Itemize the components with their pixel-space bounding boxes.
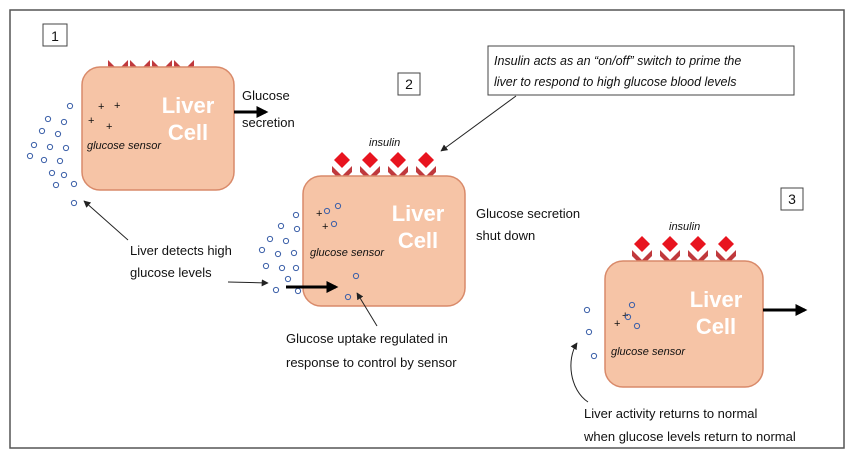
step-3-box bbox=[780, 187, 804, 211]
insulin-label-3: insulin bbox=[669, 221, 700, 233]
callout-pointer bbox=[440, 95, 517, 152]
sensors-cell-2: + + bbox=[316, 208, 328, 233]
outer-border bbox=[9, 9, 845, 449]
cell-3-title-line2: Cell bbox=[696, 314, 736, 339]
svg-text:+: + bbox=[98, 101, 104, 113]
shutdown-line2: shut down bbox=[476, 228, 535, 243]
callout-line1: Insulin acts as an “on/off” switch to pr… bbox=[494, 54, 741, 68]
normal-line1: Liver activity returns to normal bbox=[584, 406, 758, 421]
detects-line1: Liver detects high bbox=[130, 243, 232, 258]
step-1-number: 1 bbox=[51, 28, 59, 44]
step-2-number: 2 bbox=[405, 76, 413, 92]
sensors-cell-1: + + + + bbox=[88, 100, 120, 133]
uptake-line2: response to control by sensor bbox=[286, 355, 457, 370]
liver-cell-2 bbox=[302, 175, 466, 307]
panel-2: 2 insulin Liver Cell + + glucose sens bbox=[258, 72, 580, 370]
normal-pointer bbox=[570, 342, 589, 403]
step-3-number: 3 bbox=[788, 191, 796, 207]
cell-3-title-line1: Liver bbox=[690, 287, 743, 312]
uptake-line1: Glucose uptake regulated in bbox=[286, 331, 448, 346]
cell-2-title-line2: Cell bbox=[398, 228, 438, 253]
svg-text:+: + bbox=[614, 318, 620, 330]
insulin-callout: Insulin acts as an “on/off” switch to pr… bbox=[440, 45, 795, 152]
normal-line2: when glucose levels return to normal bbox=[583, 429, 796, 444]
callout-box bbox=[487, 45, 795, 96]
step-2-box bbox=[397, 72, 421, 96]
detects-pointer bbox=[83, 200, 129, 241]
svg-text:+: + bbox=[106, 121, 112, 133]
glucose-secretion-line2: secretion bbox=[242, 115, 295, 130]
cell-1-title-line1: Liver bbox=[162, 93, 215, 118]
bound-glucose-cell-2 bbox=[323, 202, 360, 301]
glucose-molecules-2 bbox=[258, 211, 302, 295]
insulin-cell-3 bbox=[634, 236, 734, 252]
cell-2-title-line1: Liver bbox=[392, 201, 445, 226]
svg-text:+: + bbox=[88, 115, 94, 127]
insulin-label-2: insulin bbox=[369, 137, 400, 149]
glucose-molecules-3 bbox=[583, 306, 598, 360]
panel-1: 1 Liver Cell + + + + glucose sensor bbox=[26, 23, 295, 287]
svg-text:+: + bbox=[322, 221, 328, 233]
detects-line2: glucose levels bbox=[130, 265, 212, 280]
shutdown-line1: Glucose secretion bbox=[476, 206, 580, 221]
panel-3: 3 insulin Liver Cell + + glucose sensor bbox=[570, 187, 808, 444]
callout-line2: liver to respond to high glucose blood l… bbox=[494, 75, 737, 89]
svg-text:+: + bbox=[316, 208, 322, 220]
liver-cell-1 bbox=[81, 66, 235, 191]
liver-cell-3 bbox=[604, 260, 764, 388]
uptake-pointer bbox=[356, 292, 378, 327]
step-1-box bbox=[42, 23, 68, 47]
cell-1-title-line2: Cell bbox=[168, 120, 208, 145]
sensor-label-3: glucose sensor bbox=[611, 346, 686, 358]
glucose-molecules-1 bbox=[26, 102, 78, 207]
sensor-label-2: glucose sensor bbox=[310, 247, 385, 259]
bound-glucose-cell-3 bbox=[624, 301, 641, 330]
insulin-cell-2 bbox=[334, 152, 434, 168]
detects-arrow-to-panel-2 bbox=[227, 279, 269, 287]
glucose-secretion-line1: Glucose bbox=[242, 88, 290, 103]
svg-text:+: + bbox=[114, 100, 120, 112]
sensor-label-1: glucose sensor bbox=[87, 140, 162, 152]
